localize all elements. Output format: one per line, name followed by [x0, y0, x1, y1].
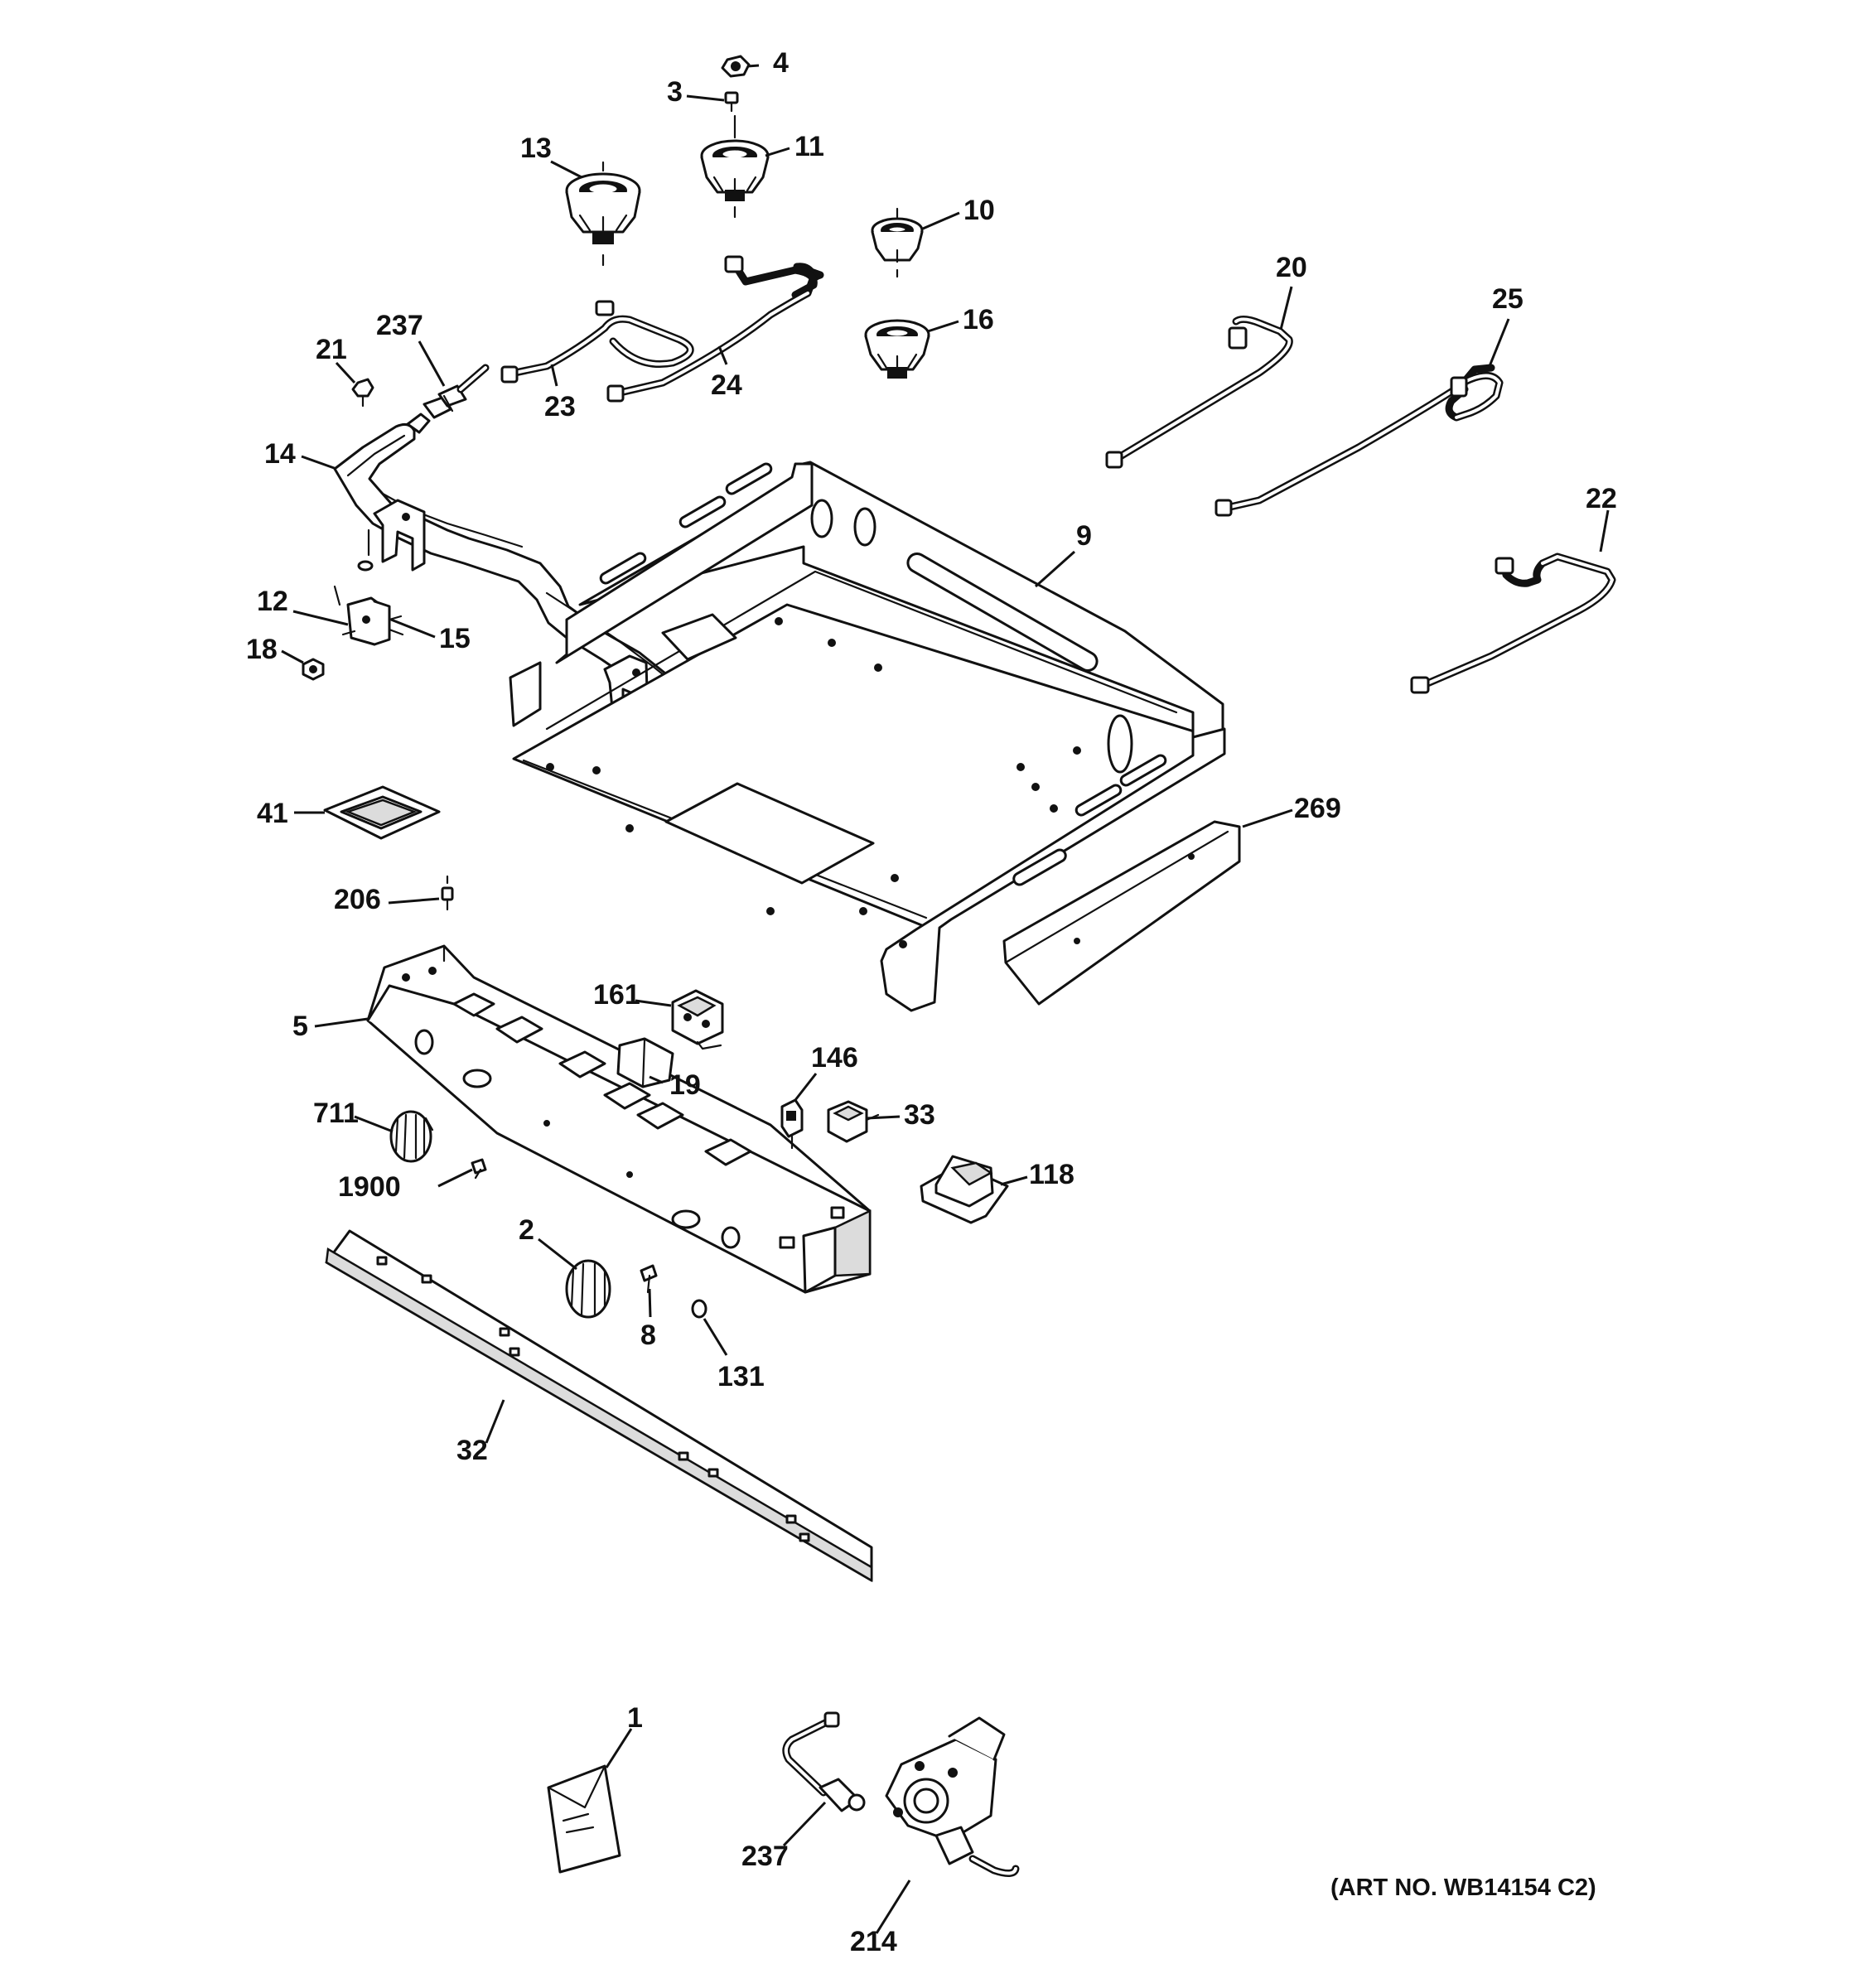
callout-118: 118 — [1029, 1159, 1074, 1190]
callout-3: 3 — [667, 76, 683, 108]
callout-13: 13 — [520, 133, 552, 164]
burner-box-9 — [509, 461, 1226, 1012]
callout-12: 12 — [257, 586, 288, 617]
callout-14: 14 — [264, 438, 296, 470]
tube-25 — [1214, 364, 1504, 517]
callout-41: 41 — [257, 798, 288, 829]
envelope-1 — [547, 1764, 621, 1874]
burner-head-11 — [700, 114, 770, 219]
callout-206: 206 — [334, 884, 381, 915]
tube-20 — [1105, 315, 1293, 469]
callout-22: 22 — [1586, 483, 1617, 514]
regulator-214 — [885, 1716, 1020, 1877]
callout-9: 9 — [1076, 520, 1092, 552]
callout-21: 21 — [316, 334, 347, 365]
trim-bar-32 — [325, 1229, 873, 1583]
fitting-237-bottom — [782, 1711, 866, 1812]
burner-head-16 — [864, 319, 930, 379]
plug-131 — [691, 1299, 707, 1319]
cover-118 — [920, 1155, 1009, 1224]
callout-269: 269 — [1294, 793, 1341, 824]
callout-33: 33 — [904, 1099, 935, 1131]
callout-5: 5 — [292, 1011, 308, 1042]
washer-under-manifold — [357, 528, 374, 572]
switch-33 — [827, 1100, 880, 1143]
fitting-237-top — [423, 364, 490, 419]
callout-8: 8 — [640, 1320, 656, 1351]
callout-24: 24 — [711, 369, 742, 401]
callout-131: 131 — [717, 1361, 765, 1392]
callout-237-top: 237 — [376, 310, 423, 341]
knob-711 — [389, 1110, 434, 1163]
tube-24 — [606, 255, 824, 403]
bracket-19 — [616, 1037, 674, 1088]
callout-11: 11 — [794, 131, 824, 162]
burner-head-13 — [565, 161, 641, 267]
callout-23: 23 — [544, 391, 576, 422]
leader-lines — [281, 64, 1610, 1934]
callout-146: 146 — [811, 1042, 858, 1074]
callout-1: 1 — [627, 1702, 643, 1734]
callout-25: 25 — [1492, 283, 1524, 315]
knob-2 — [565, 1259, 611, 1319]
callout-15: 15 — [439, 623, 471, 654]
manifold-panel-5 — [366, 944, 872, 1294]
callout-2: 2 — [519, 1214, 534, 1246]
callout-711: 711 — [313, 1098, 359, 1129]
switch-161 — [671, 989, 724, 1050]
trim-strip-269 — [1002, 820, 1241, 1006]
callout-161: 161 — [593, 979, 640, 1011]
part-screw-3 — [724, 91, 739, 113]
callout-18: 18 — [246, 634, 278, 665]
part-nut-4 — [721, 55, 751, 78]
callouts: 4 3 13 11 10 16 20 25 21 237 23 24 14 9 … — [246, 47, 1617, 1957]
art-number: (ART NO. WB14154 C2) — [1330, 1875, 1596, 1901]
screw-1900 — [471, 1158, 487, 1180]
callout-237-bottom: 237 — [741, 1841, 789, 1872]
burner-head-10 — [871, 207, 924, 278]
callout-16: 16 — [963, 304, 994, 335]
screw-206 — [441, 875, 454, 911]
valve-assembly-12-15 — [333, 585, 404, 646]
tube-22 — [1410, 552, 1616, 694]
callout-214: 214 — [850, 1926, 897, 1957]
grommet-41 — [323, 785, 441, 840]
tube-23 — [500, 300, 694, 384]
screw-8 — [640, 1264, 658, 1294]
callout-10: 10 — [963, 195, 995, 226]
nut-18 — [302, 658, 325, 681]
callout-20: 20 — [1276, 252, 1307, 283]
fitting-21 — [351, 378, 374, 408]
callout-4: 4 — [773, 47, 789, 79]
callout-32: 32 — [456, 1435, 488, 1466]
callout-19: 19 — [669, 1069, 701, 1101]
callout-1900: 1900 — [338, 1171, 401, 1203]
